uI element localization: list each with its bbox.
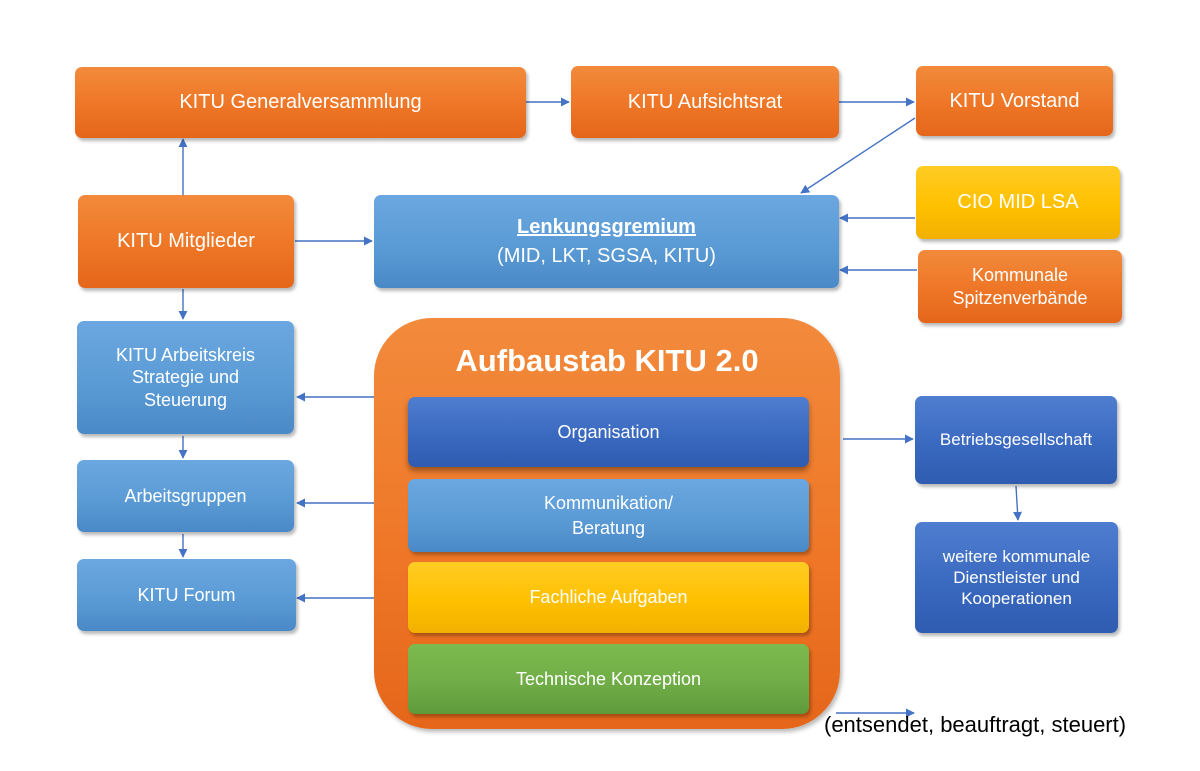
node-label: KITU Forum bbox=[137, 584, 236, 605]
node-label-line3: Kooperationen bbox=[961, 589, 1072, 609]
lenkungsgremium-members: (MID, LKT, SGSA, KITU) bbox=[497, 244, 716, 267]
node-technische-konzeption: Technische Konzeption bbox=[408, 644, 809, 714]
node-label: KITU Aufsichtsrat bbox=[627, 90, 783, 113]
arrow-betriebsgesellschaft-to-dienstleister bbox=[1013, 485, 1023, 521]
node-label-line1: weitere kommunale bbox=[942, 546, 1091, 566]
node-label-line2: Beratung bbox=[571, 518, 646, 538]
legend-text: (entsendet, beauftragt, steuert) bbox=[824, 712, 1127, 737]
node-label-line2: Spitzenverbände bbox=[952, 287, 1088, 308]
node-cio-mid-lsa: CIO MID LSA bbox=[916, 166, 1120, 239]
node-lenkungsgremium: Lenkungsgremium (MID, LKT, SGSA, KITU) bbox=[374, 195, 839, 288]
node-label: KITU Mitglieder bbox=[117, 230, 255, 252]
node-kitu-vorstand: KITU Vorstand bbox=[916, 66, 1113, 136]
node-label-line1: Kommunale bbox=[971, 265, 1069, 285]
node-kitu-aufsichtsrat: KITU Aufsichtsrat bbox=[571, 66, 839, 138]
aufbaustab-title: Aufbaustab KITU 2.0 bbox=[455, 343, 759, 378]
node-betriebsgesellschaft: Betriebsgesellschaft bbox=[915, 396, 1117, 484]
node-kitu-mitglieder: KITU Mitglieder bbox=[78, 195, 294, 288]
node-label-line2: Strategie und bbox=[131, 367, 240, 388]
node-kommunikation-beratung: Kommunikation/ Beratung bbox=[408, 479, 809, 552]
node-fachliche-aufgaben: Fachliche Aufgaben bbox=[408, 562, 809, 633]
lenkungsgremium-title: Lenkungsgremium bbox=[517, 215, 696, 238]
node-label-line1: Kommunikation/ bbox=[543, 492, 674, 513]
node-kitu-arbeitskreis: KITU Arbeitskreis Strategie und Steuerun… bbox=[77, 321, 294, 434]
node-label: Betriebsgesellschaft bbox=[939, 430, 1093, 450]
node-label-line1: KITU Arbeitskreis bbox=[115, 344, 256, 365]
node-label: CIO MID LSA bbox=[957, 191, 1079, 213]
node-label-line2: Dienstleister und bbox=[953, 567, 1080, 587]
arrow-vorstand-to-lenkungsgremium bbox=[800, 117, 916, 194]
node-label: KITU Generalversammlung bbox=[179, 91, 422, 113]
node-kitu-generalversammlung: KITU Generalversammlung bbox=[75, 67, 526, 138]
node-label: KITU Vorstand bbox=[949, 89, 1080, 112]
node-organisation: Organisation bbox=[408, 397, 809, 467]
node-label-line3: Steuerung bbox=[143, 389, 228, 410]
node-kitu-forum: KITU Forum bbox=[77, 559, 296, 631]
node-label: Organisation bbox=[557, 421, 660, 442]
node-label: Arbeitsgruppen bbox=[124, 485, 247, 506]
node-label: Fachliche Aufgaben bbox=[529, 587, 688, 608]
node-arbeitsgruppen: Arbeitsgruppen bbox=[77, 460, 294, 532]
node-kommunale-spitzenverbaende: Kommunale Spitzenverbände bbox=[918, 250, 1122, 323]
node-label: Technische Konzeption bbox=[515, 668, 702, 689]
node-weitere-dienstleister: weitere kommunale Dienstleister und Koop… bbox=[915, 522, 1118, 633]
